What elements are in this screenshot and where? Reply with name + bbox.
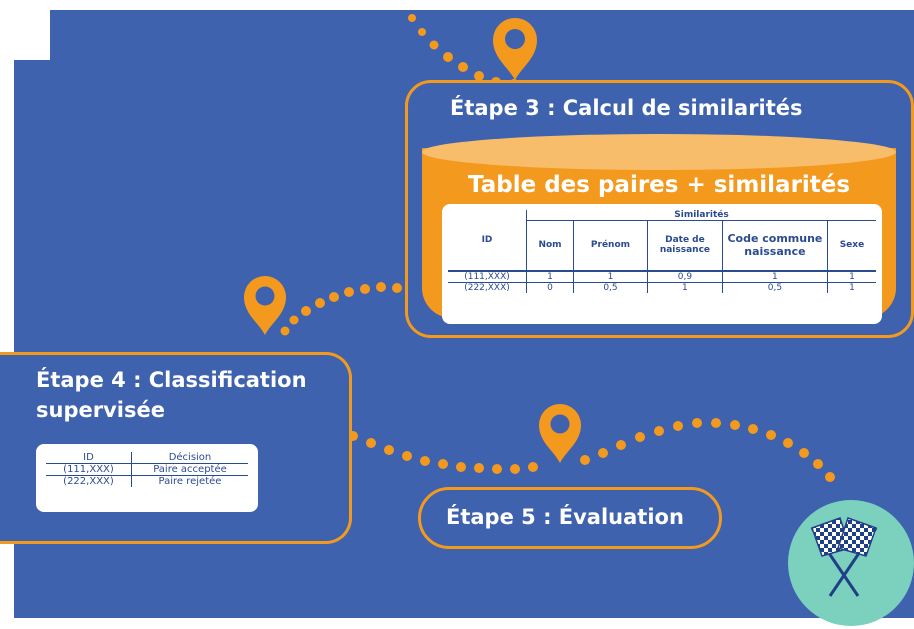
cell-date: 1 [647,282,723,293]
path-dot [654,426,664,436]
similarity-header: Similarités [526,210,876,221]
database-top [422,134,896,170]
path-dot [474,463,484,473]
step5-box [418,487,722,549]
step5-title: Étape 5 : Évaluation [446,505,684,529]
cell-nom: 1 [526,270,575,282]
path-dot [825,472,835,482]
path-dot [598,448,608,458]
path-dot [458,62,468,72]
location-pin-icon [539,404,581,463]
path-dot [418,28,426,36]
path-dot [766,430,776,440]
path-dot [813,459,823,469]
path-dot [360,284,370,294]
path-dot [438,459,448,469]
path-dot [366,438,376,448]
col-id: ID [46,452,132,464]
step4-title-line2: supervisée [36,398,165,422]
location-pin-icon [493,18,537,80]
col-date-naissance: Date de naissance [647,220,723,271]
path-dot [510,464,520,474]
cell-id: (111,XXX) [46,463,132,476]
table-row: (222,XXX) Paire rejetée [46,475,248,487]
path-dot [474,71,484,81]
path-dot [748,424,758,434]
location-pin-icon [244,276,286,335]
path-dot [528,462,538,472]
path-dot [692,418,702,428]
path-dot [289,315,299,325]
path-dot [616,440,626,450]
path-dot [420,456,430,466]
path-dot [384,445,394,455]
cell-sexe: 1 [849,271,855,282]
cell-prenom: 1 [573,270,648,282]
cell-commune: 1 [722,270,828,282]
col-nom: Nom [526,220,575,271]
similarity-table-card: ID Similarités Nom Prénom Date de naissa… [442,204,882,324]
cell-id: (222,XXX) [448,282,527,293]
table-row: (111,XXX) 1 1 0,9 1 1 [448,270,876,282]
path-dot [429,40,439,50]
similarity-table: ID Similarités Nom Prénom Date de naissa… [448,210,876,293]
path-dot [329,292,339,302]
path-dot [376,282,386,292]
table-row: (222,XXX) 0 0,5 1 0,5 1 [448,282,876,293]
cell-prenom: 0,5 [573,282,648,293]
path-dot [492,464,502,474]
path-dot [673,421,683,431]
decision-table-card: ID Décision (111,XXX) Paire acceptée (22… [36,444,258,512]
cell-decision: Paire acceptée [153,464,227,475]
checkered-flags-icon [810,517,878,597]
cell-date: 0,9 [647,270,723,282]
decision-table: ID Décision (111,XXX) Paire acceptée (22… [46,452,248,487]
path-dot [580,455,590,465]
path-dot [408,14,416,22]
path-dot [301,306,311,316]
path-dot [711,418,721,428]
database-title: Table des paires + similarités [468,172,851,198]
path-dot [392,283,402,293]
cell-decision: Paire rejetée [158,476,222,487]
path-dot [799,448,809,458]
path-dot [344,287,354,297]
path-dot [315,298,325,308]
col-code-commune: Code commune naissance [722,220,828,271]
col-prenom: Prénom [573,220,648,271]
cell-nom: 0 [526,282,575,293]
step4-title-line1: Étape 4 : Classification [36,368,307,392]
path-dot [456,462,466,472]
col-decision: Décision [168,452,212,463]
path-dot [443,52,453,62]
path-dot [635,432,645,442]
corner-cutout [0,0,50,60]
cell-sexe: 1 [849,282,855,293]
cell-id: (111,XXX) [448,270,527,282]
step3-title: Étape 3 : Calcul de similarités [450,96,803,120]
col-id: ID [448,210,527,271]
path-dot [730,420,740,430]
path-dot [402,451,412,461]
path-dot [280,326,290,336]
path-dot [783,438,793,448]
table-row: (111,XXX) Paire acceptée [46,463,248,476]
cell-commune: 0,5 [722,282,828,293]
col-sexe: Sexe [839,240,865,251]
cell-id: (222,XXX) [46,475,132,487]
